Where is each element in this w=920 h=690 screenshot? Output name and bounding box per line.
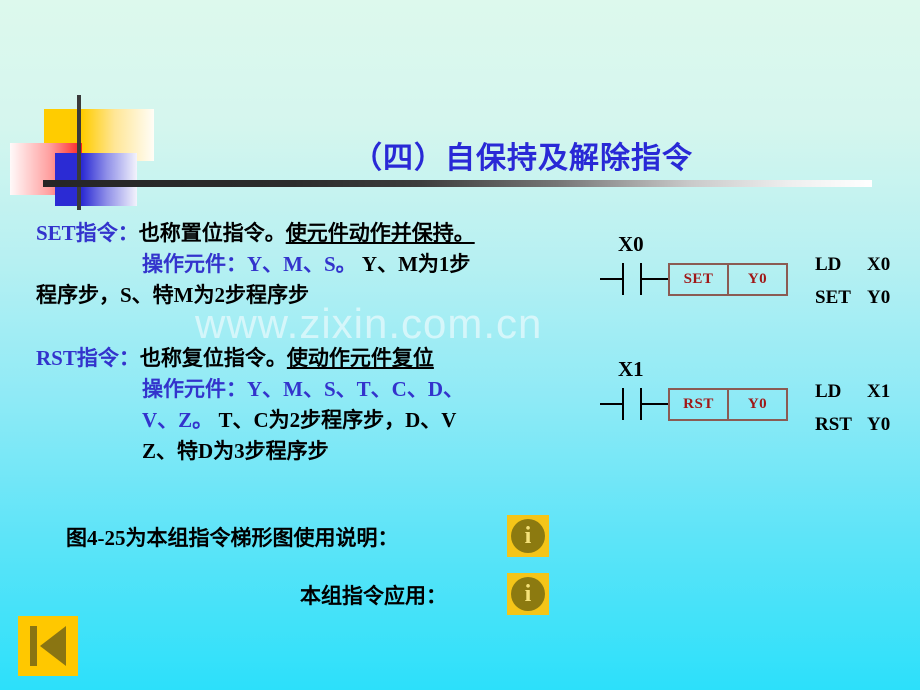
rst-line-4: Z、特D为3步程序步 — [36, 436, 464, 467]
title-divider-line — [43, 180, 872, 187]
mnemonic-op: SET — [815, 287, 851, 308]
rst-keyword: RST指令： — [36, 346, 140, 370]
rung-wire-mid — [642, 403, 668, 405]
info-icon-ladder-explanation[interactable]: i — [507, 515, 549, 557]
note-ladder-explanation: 图4-25为本组指令梯形图使用说明： — [66, 526, 399, 550]
rung-wire-left — [600, 278, 622, 280]
mnemonic-list-set: LD X0 SET Y0 — [815, 248, 890, 314]
mnemonic-arg: X1 — [867, 381, 891, 402]
rst-line-3: V、Z。 T、C为2步程序步，D、V — [36, 405, 464, 436]
mnemonic-row: LD X1 — [815, 375, 890, 408]
rst-line-1: RST指令：也称复位指令。使动作元件复位 — [36, 343, 464, 374]
mnemonic-arg: X0 — [867, 254, 891, 275]
ladder-rung-set: X0 SET Y0 — [600, 232, 800, 304]
rst-line1-underline: 使动作元件复位 — [286, 346, 434, 370]
rst-line4-black: Z、特D为3步程序步 — [142, 439, 329, 463]
contact-label-x0: X0 — [618, 232, 644, 256]
skip-bar-icon — [30, 626, 37, 666]
mnemonic-list-rst: LD X1 RST Y0 — [815, 375, 890, 441]
instruction-box-mnemonic: SET — [670, 265, 729, 294]
set-line3-black: 程序步，S、特M为2步程序步 — [36, 283, 309, 307]
instruction-box-mnemonic: RST — [670, 390, 729, 419]
info-glyph: i — [511, 519, 545, 553]
decorative-logo — [10, 95, 160, 210]
mnemonic-row: RST Y0 — [815, 408, 890, 441]
set-line-2: 操作元件：Y、M、S。 Y、M为1步 — [36, 249, 475, 280]
info-icon-instruction-application[interactable]: i — [507, 573, 549, 615]
skip-triangle-icon — [40, 626, 66, 666]
no-contact-left-bar-icon — [622, 388, 624, 420]
set-instruction-block: SET指令：也称置位指令。使元件动作并保持。 操作元件：Y、M、S。 Y、M为1… — [36, 218, 475, 311]
ladder-diagram-set: X0 SET Y0 — [600, 232, 800, 304]
info-glyph: i — [511, 577, 545, 611]
no-contact-right-bar-icon — [640, 263, 642, 295]
set-line1-plain: 也称置位指令。 — [138, 221, 286, 245]
instruction-box-set: SET Y0 — [668, 263, 788, 296]
rst-line3-blue: V、Z。 — [142, 408, 214, 432]
instruction-box-operand: Y0 — [747, 271, 768, 287]
set-line1-underline: 使元件动作并保持。 — [285, 221, 475, 245]
mnemonic-arg: Y0 — [867, 287, 891, 308]
ladder-diagram-rst: X1 RST Y0 — [600, 357, 800, 429]
logo-blue-gradient-square — [82, 153, 137, 206]
ladder-rung-rst: X1 RST Y0 — [600, 357, 800, 429]
rung-wire-mid — [642, 278, 668, 280]
set-line-3: 程序步，S、特M为2步程序步 — [36, 280, 475, 311]
mnemonic-row: LD X0 — [815, 248, 890, 281]
set-operands-label: 操作元件：Y、M、S。 — [142, 252, 357, 276]
rst-line-2: 操作元件：Y、M、S、T、C、D、 — [36, 374, 464, 405]
set-line-1: SET指令：也称置位指令。使元件动作并保持。 — [36, 218, 475, 249]
instruction-box-operand: Y0 — [747, 396, 768, 412]
set-keyword: SET指令： — [36, 221, 139, 245]
rst-line1-plain: 也称复位指令。 — [139, 346, 287, 370]
mnemonic-op: LD — [815, 381, 842, 402]
contact-label-x1: X1 — [618, 357, 644, 381]
page-title: （四）自保持及解除指令 — [352, 142, 693, 175]
no-contact-right-bar-icon — [640, 388, 642, 420]
no-contact-left-bar-icon — [622, 263, 624, 295]
rst-instruction-block: RST指令：也称复位指令。使动作元件复位 操作元件：Y、M、S、T、C、D、 V… — [36, 343, 464, 467]
rst-operands-label: 操作元件：Y、M、S、T、C、D、 — [142, 377, 465, 401]
rst-line3-black: T、C为2步程序步，D、V — [213, 408, 457, 432]
mnemonic-arg: Y0 — [867, 414, 891, 435]
skip-to-first-button[interactable] — [18, 616, 78, 676]
logo-yellow-gradient-square — [82, 109, 154, 161]
mnemonic-op: RST — [815, 414, 852, 435]
logo-vertical-bar — [77, 95, 81, 210]
instruction-box-rst: RST Y0 — [668, 388, 788, 421]
rung-wire-left — [600, 403, 622, 405]
set-line2-black: Y、M为1步 — [356, 252, 471, 276]
mnemonic-op: LD — [815, 254, 842, 275]
mnemonic-row: SET Y0 — [815, 281, 890, 314]
note-instruction-application: 本组指令应用： — [300, 584, 447, 608]
